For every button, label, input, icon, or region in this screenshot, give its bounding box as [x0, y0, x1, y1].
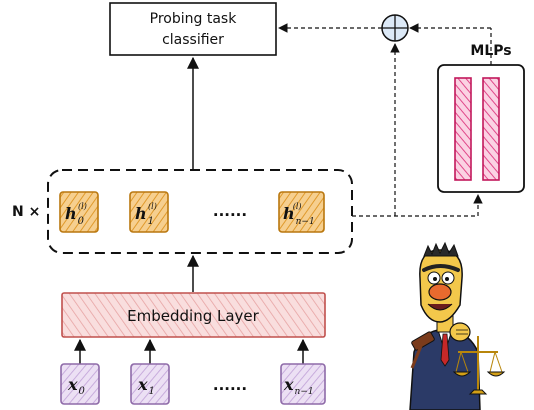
classifier-label-line1: Probing task: [150, 11, 238, 27]
input-arrows: [74, 338, 309, 364]
input-ellipsis: ......: [213, 376, 247, 394]
judge-character-illustration: [409, 241, 506, 410]
svg-text:x1: x1: [137, 375, 155, 397]
hidden-state-1-symbol: h: [135, 204, 147, 223]
mlp-box: [437, 64, 525, 193]
input-token-1: x1: [130, 363, 170, 405]
input-1-subscript: 1: [149, 386, 155, 397]
hidden-state-n-subscript: n−1: [296, 217, 315, 227]
hidden-state-0-symbol: h: [65, 204, 77, 223]
input-0-symbol: x: [67, 375, 78, 394]
hidden-state-0-subscript: 0: [78, 216, 85, 227]
mlp-layer-1: [454, 77, 472, 181]
hidden-state-1: h1 (l): [129, 191, 169, 233]
classifier-box: Probing task classifier: [109, 2, 277, 56]
svg-text:h1(l): h1 (l): [135, 202, 157, 227]
input-1-symbol: x: [137, 375, 148, 394]
hidden-state-1-superscript: (l): [148, 202, 157, 211]
hidden-state-n-minus-1: hn−1 (l): [278, 191, 325, 233]
input-token-n-minus-1: xn−1: [280, 363, 326, 405]
hidden-ellipsis: ......: [213, 202, 247, 220]
hidden-state-0: h0 (l): [59, 191, 99, 233]
hidden-state-n-symbol: h: [283, 204, 295, 223]
transformer-layer-container: [47, 169, 353, 254]
layer-repeat-label: N ×: [12, 204, 40, 220]
circle-plus-icon: [381, 14, 409, 42]
svg-text:h0(l): h0 (l): [65, 202, 87, 227]
classifier-label-line2: classifier: [162, 32, 224, 48]
hidden-state-n-superscript: (l): [293, 202, 302, 211]
svg-text:hn−1(l): hn−1 (l): [283, 202, 315, 227]
input-n-subscript: n−1: [295, 387, 314, 397]
svg-text:x0: x0: [67, 375, 86, 397]
mlp-layer-2: [482, 77, 500, 181]
dashed-connectors: [278, 23, 492, 217]
hidden-state-1-subscript: 1: [148, 216, 154, 227]
input-token-0: x0: [60, 363, 100, 405]
input-0-subscript: 0: [79, 386, 86, 397]
embedding-label: Embedding Layer: [127, 307, 260, 325]
input-n-symbol: x: [283, 375, 294, 394]
embedding-layer: Embedding Layer: [61, 292, 326, 338]
svg-text:xn−1: xn−1: [283, 375, 314, 397]
hidden-state-0-superscript: (l): [78, 202, 87, 211]
